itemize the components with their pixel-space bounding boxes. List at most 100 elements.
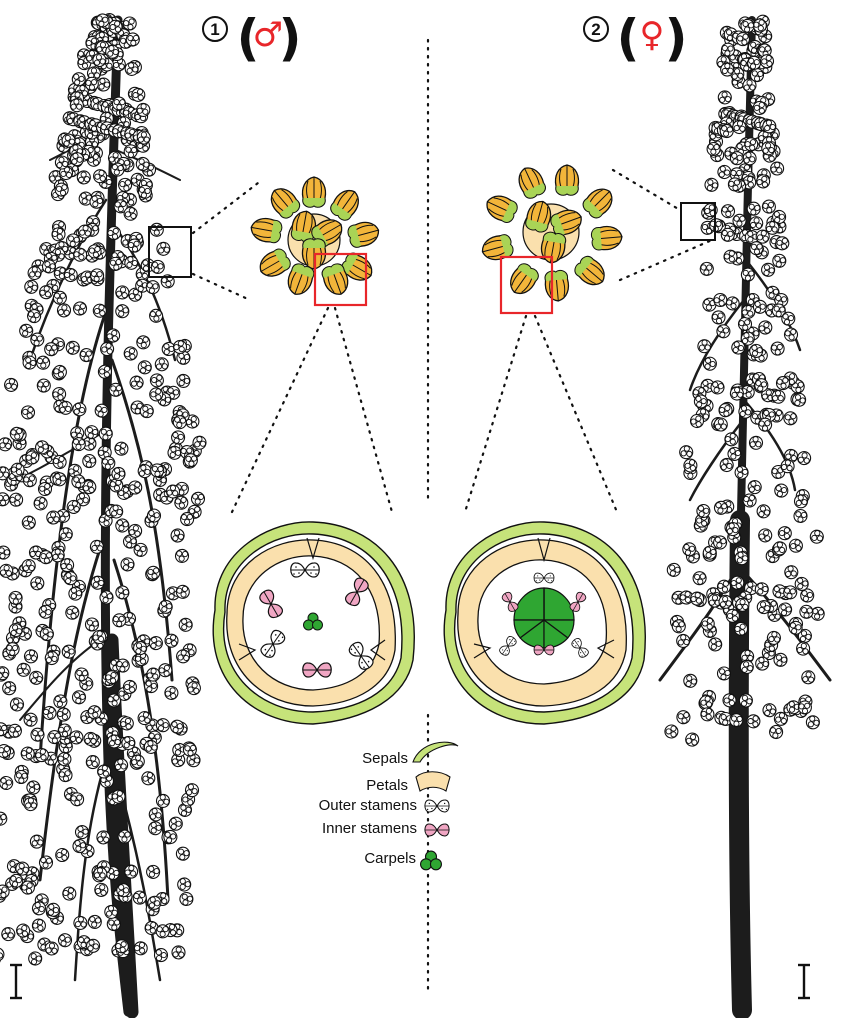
male-plant-flower xyxy=(149,222,164,237)
female-scale-bar xyxy=(798,963,810,1000)
male-plant-flower xyxy=(0,924,18,944)
female-plant-flower xyxy=(717,89,733,105)
legend-inner-stamens-label: Inner stamens xyxy=(322,820,417,837)
female-plant-flower xyxy=(807,527,827,546)
male-plant-flower xyxy=(121,344,140,363)
male-plant xyxy=(0,11,210,1018)
male-plant-flower xyxy=(0,903,2,923)
male-plant-flower xyxy=(79,451,100,471)
male-plant-flower xyxy=(190,491,206,507)
female-sepals-ring xyxy=(443,521,646,725)
male-scale-bar xyxy=(10,963,22,1000)
male-plant-flower xyxy=(56,932,74,949)
female-plant-flower xyxy=(746,478,764,496)
female-plant-flower xyxy=(790,506,811,526)
female-plant-flower xyxy=(706,141,722,157)
male-plant-flower xyxy=(71,299,89,318)
male-plant-flower xyxy=(147,635,164,652)
legend-sepals-label: Sepals xyxy=(362,750,408,767)
male-plant-flower xyxy=(162,683,181,703)
male-plant-flower xyxy=(0,774,15,792)
male-plant-flower xyxy=(174,874,194,895)
female-plant-flower xyxy=(755,502,773,520)
female-plant-flower xyxy=(683,730,701,749)
male-plant-flower xyxy=(176,615,196,635)
female-plant-flower xyxy=(674,708,693,727)
female-symbol: ♀ xyxy=(640,15,665,55)
male-plant-flower xyxy=(34,376,54,396)
female-plant-flower xyxy=(781,409,800,428)
female-plant-flower xyxy=(700,616,716,632)
male-plant-flower xyxy=(143,862,163,882)
male-plant-flower xyxy=(180,512,195,527)
female-plant-flower xyxy=(725,608,741,624)
male-plant-flower xyxy=(92,881,111,899)
female-plant-flower xyxy=(767,338,788,359)
female-plant-flower xyxy=(690,568,709,588)
male-plant-flower xyxy=(127,480,143,495)
female-stem xyxy=(658,16,832,1018)
female-plant-flower xyxy=(788,537,804,554)
male-plant-flower xyxy=(149,387,164,402)
male-plant-flower xyxy=(55,847,70,863)
female-plant-flower xyxy=(745,713,761,729)
legend-inner-stamens-swatch xyxy=(424,823,450,837)
male-plant-flower xyxy=(27,669,45,687)
legend-sepals-swatch xyxy=(412,741,459,763)
male-plant-flower xyxy=(69,687,89,708)
male-plant-flower xyxy=(173,843,193,864)
male-plant-flower xyxy=(149,372,165,389)
male-plant-flower xyxy=(20,514,38,532)
male-plant-flower xyxy=(155,718,171,733)
male-plant-flower xyxy=(31,494,50,513)
panel-1-header: 1 ( ♂ ) xyxy=(202,9,302,67)
male-plant-flower xyxy=(22,647,40,666)
male-symbol: ♂ xyxy=(253,15,283,55)
panel-1-number-badge xyxy=(202,16,228,42)
female-plant-zoom-box xyxy=(680,202,716,241)
male-plant-flower xyxy=(83,731,99,747)
legend-petals-label: Petals xyxy=(366,777,408,794)
male-plant-flower xyxy=(63,603,82,622)
male-plant-flower xyxy=(0,542,14,563)
male-plant-flower xyxy=(97,364,113,380)
legend-carpels-label: Carpels xyxy=(364,850,416,867)
panel-2-number-badge xyxy=(583,16,609,42)
female-plant-flower xyxy=(722,692,737,708)
female-plant-flower xyxy=(697,259,717,279)
female-plant-flower xyxy=(695,503,711,519)
male-plant-flower xyxy=(118,555,137,574)
male-plant-flower xyxy=(76,345,97,365)
female-plant-flower xyxy=(720,203,736,219)
male-plant-flower xyxy=(176,889,197,909)
female-plant-flower xyxy=(777,525,793,541)
male-plant-flower xyxy=(117,829,132,844)
male-plant-flower xyxy=(21,558,36,574)
panel-1-close-paren: ) xyxy=(279,9,302,67)
male-plant-flower xyxy=(56,302,72,319)
male-plant-flower xyxy=(71,913,90,933)
male-floral-diagram xyxy=(212,521,415,725)
female-plant-flower xyxy=(767,722,786,742)
male-plant-flower xyxy=(116,882,131,898)
male-plant-flower xyxy=(49,384,69,404)
panel-1-number: 1 xyxy=(210,20,219,39)
male-plant-flower xyxy=(62,570,78,586)
female-plant xyxy=(658,13,832,1018)
legend-outer-stamens-label: Outer stamens xyxy=(319,797,417,814)
panel-2-close-paren: ) xyxy=(665,9,688,67)
male-plant-flower xyxy=(112,582,133,603)
female-plant-flower xyxy=(702,175,721,194)
male-plant-flower xyxy=(86,913,104,931)
male-plant-flower xyxy=(136,130,152,145)
male-plant-flower xyxy=(0,678,19,698)
male-plant-flower xyxy=(113,283,131,301)
female-flower-highlight-box xyxy=(499,255,554,315)
male-plant-flower xyxy=(27,725,48,745)
male-plant-flower xyxy=(8,695,26,714)
male-plant-flower xyxy=(113,516,132,535)
male-plant-flower xyxy=(127,373,146,392)
male-plant-flower xyxy=(22,278,41,296)
female-plant-flower xyxy=(773,482,790,499)
female-plant-flower xyxy=(752,100,767,116)
